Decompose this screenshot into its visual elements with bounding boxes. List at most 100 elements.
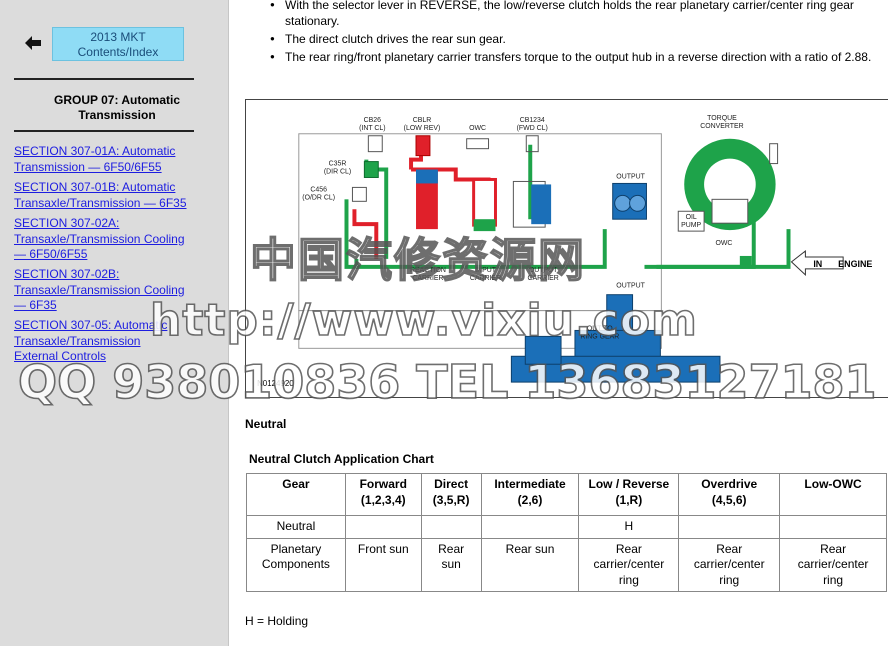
link-line: External Controls — [14, 349, 107, 363]
label-out-to-ring-gear: OUT TO — [587, 325, 613, 332]
table-header-row: Gear Forward(1,2,3,4) Direct(3,5,R) Inte… — [246, 473, 887, 516]
clutch-packs — [351, 135, 539, 202]
label-c456: C456 — [310, 186, 327, 193]
reaction-carrier — [416, 169, 438, 230]
input-carrier — [472, 177, 497, 227]
sidebar-link-307-05[interactable]: SECTION 307-05: Automatic Transaxle/Tran… — [14, 318, 220, 365]
label-cblr: CBLR — [413, 117, 432, 124]
header-cell: Gear — [246, 473, 346, 516]
home-button-line2: Contents/Index — [77, 45, 159, 59]
label-in: IN — [813, 259, 822, 269]
torque-converter — [677, 138, 779, 268]
link-line: Transmission — 6F50/6F55 — [14, 159, 162, 174]
link-line: Transaxle/Transmission Cooling — [14, 231, 185, 246]
sidebar-link-307-01b[interactable]: SECTION 307-01B: Automatic Transaxle/Tra… — [14, 180, 220, 211]
label-reaction-carrier-sub: CARRIER — [412, 275, 443, 282]
link-line: SECTION 307-02A: — [14, 216, 120, 230]
footnote: H = Holding — [245, 614, 309, 628]
label-output-carrier: OUTPUT — [529, 267, 558, 274]
green-flow-lines — [344, 144, 791, 269]
chart-title: Neutral Clutch Application Chart — [249, 452, 434, 466]
label-torque-converter-sub: CONVERTER — [700, 123, 743, 130]
group-title-line2: Transmission — [78, 108, 156, 122]
link-line: Transaxle/Transmission — 6F35 — [14, 195, 187, 210]
bullet-item: The direct clutch drives the rear sun ge… — [270, 31, 888, 47]
table-cell — [344, 515, 422, 539]
label-oil-pump-sub: PUMP — [681, 222, 701, 229]
link-line: SECTION 307-01A: Automatic — [14, 144, 176, 158]
sidebar-link-307-02a[interactable]: SECTION 307-02A: Transaxle/Transmission … — [14, 216, 220, 263]
power-flow-diagram: CB26 (INT CL) CBLR (LOW REV) OWC CB1234 … — [245, 99, 888, 398]
label-cb1234: CB1234 — [520, 117, 545, 124]
header-cell: Low / Reverse(1,R) — [578, 473, 680, 516]
contents-index-button[interactable]: 2013 MKT Contents/Index — [52, 27, 184, 61]
group-title: GROUP 07: Automatic Transmission — [14, 93, 220, 123]
label-cb26-sub: (INT CL) — [359, 125, 385, 132]
link-line: SECTION 307-02B: — [14, 267, 120, 281]
link-line: — 6F50/6F55 — [14, 247, 88, 261]
table-cell — [678, 515, 781, 539]
table-row: Neutral H — [246, 515, 887, 539]
label-c35r: C35R — [329, 161, 347, 168]
group-title-line1: GROUP 07: Automatic — [53, 93, 181, 107]
label-output-bottom: OUTPUT — [616, 283, 645, 290]
label-torque-converter: TORQUE — [707, 115, 737, 122]
output-carrier — [531, 184, 552, 225]
table-cell — [480, 515, 580, 539]
sidebar-divider-top — [14, 78, 194, 80]
home-button-line1: 2013 MKT — [90, 30, 146, 44]
table-cell: H — [578, 515, 680, 539]
neutral-heading: Neutral — [245, 417, 287, 431]
table-cell — [420, 515, 482, 539]
label-owc-top: OWC — [469, 125, 486, 132]
label-output-carrier-sub: CARRIER — [528, 275, 559, 282]
header-cell: Intermediate(2,6) — [480, 473, 580, 516]
label-engine: ENGINE — [838, 259, 872, 269]
clutch-application-table: Gear Forward(1,2,3,4) Direct(3,5,R) Inte… — [246, 473, 887, 592]
link-line: — 6F35 — [14, 298, 57, 312]
label-cblr-sub: (LOW REV) — [404, 125, 441, 132]
label-owc-tc: OWC — [715, 240, 732, 247]
input-carrier-base — [473, 219, 496, 232]
label-cb1234-sub: (FWD CL) — [517, 125, 548, 132]
label-reaction-carrier: REACTION — [410, 267, 446, 274]
header-cell: Forward(1,2,3,4) — [344, 473, 422, 516]
header-cell: Direct(3,5,R) — [420, 473, 482, 516]
figure-id: N0124920 — [257, 379, 294, 388]
table-cell: Front sun — [344, 537, 422, 592]
case-lower — [298, 310, 662, 349]
table-cell: Neutral — [246, 515, 346, 539]
engine-input-arrow — [790, 249, 844, 276]
label-out-to-ring-gear-sub: RING GEAR — [580, 333, 619, 340]
header-cell: Overdrive(4,5,6) — [678, 473, 781, 516]
sidebar-divider-bottom — [14, 130, 194, 132]
label-output-top: OUTPUT — [616, 173, 645, 180]
sidebar-link-307-02b[interactable]: SECTION 307-02B: Transaxle/Transmission … — [14, 267, 220, 314]
diagram-labels: CB26 (INT CL) CBLR (LOW REV) OWC CB1234 … — [302, 115, 743, 341]
label-input-carrier-sub: CARRIER — [470, 275, 501, 282]
output-shaft — [510, 294, 721, 383]
bullet-item: The rear ring/front planetary carrier tr… — [270, 49, 888, 65]
bullet-item: With the selector lever in REVERSE, the … — [270, 0, 888, 29]
label-oil-pump: OIL — [686, 214, 697, 221]
back-arrow-icon[interactable] — [24, 34, 42, 52]
description-bullets: With the selector lever in REVERSE, the … — [270, 0, 888, 67]
table-cell — [779, 515, 887, 539]
label-c456-sub: (O/DR CL) — [302, 194, 335, 201]
link-line: Transaxle/Transmission — [14, 333, 141, 348]
link-line: Transaxle/Transmission Cooling — [14, 282, 185, 297]
label-cb26: CB26 — [364, 117, 381, 124]
table-cell: Rear sun — [480, 537, 580, 592]
link-line: SECTION 307-05: Automatic — [14, 318, 168, 332]
sidebar-link-307-01a[interactable]: SECTION 307-01A: Automatic Transmission … — [14, 144, 220, 175]
header-cell: Low-OWC — [779, 473, 887, 516]
reaction-carrier-top — [416, 169, 438, 184]
label-input-carrier: INPUT — [475, 267, 497, 274]
sidebar: 2013 MKT Contents/Index GROUP 07: Automa… — [0, 0, 229, 646]
link-line: SECTION 307-01B: Automatic — [14, 180, 176, 194]
